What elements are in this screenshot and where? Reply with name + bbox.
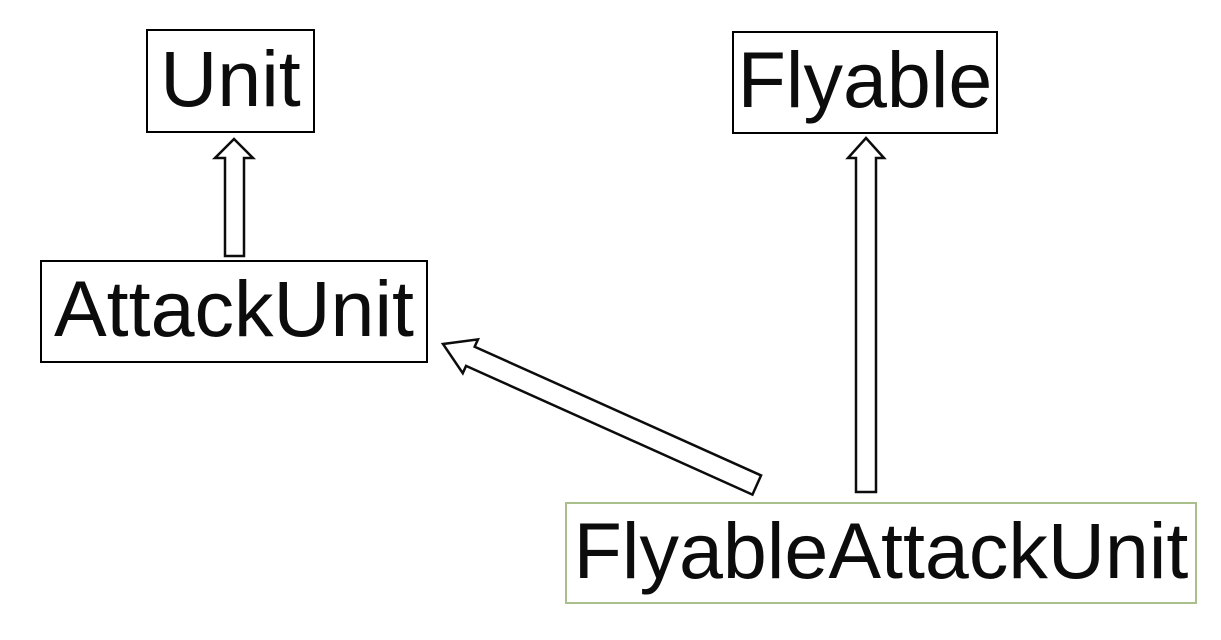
class-node-flyable-label: Flyable <box>737 35 993 124</box>
inheritance-arrow-attackunit-to-unit <box>211 137 257 258</box>
class-node-unit: Unit <box>146 29 315 133</box>
inheritance-arrow-flyableattackunit-to-flyable <box>845 136 887 494</box>
class-node-flyable-attack-unit: FlyableAttackUnit <box>565 502 1197 604</box>
class-node-attack-unit: AttackUnit <box>40 260 428 363</box>
class-node-unit-label: Unit <box>160 33 301 123</box>
inheritance-arrow-flyableattackunit-to-attackunit <box>440 337 763 497</box>
class-node-attack-unit-label: AttackUnit <box>53 264 414 353</box>
class-node-flyable-attack-unit-label: FlyableAttackUnit <box>573 505 1189 595</box>
class-node-flyable: Flyable <box>732 31 998 134</box>
